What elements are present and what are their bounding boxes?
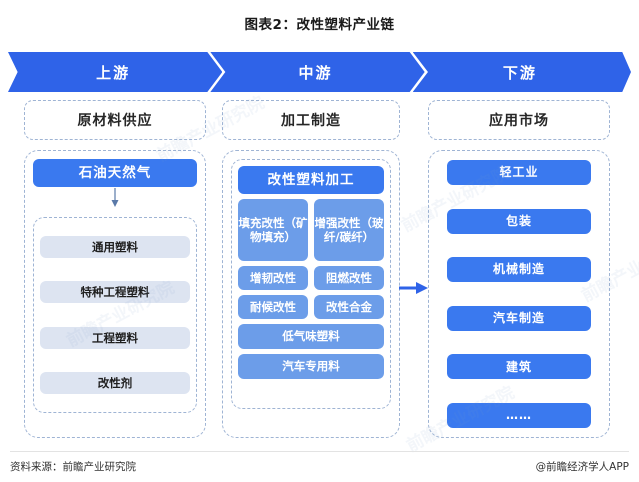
midstream-row: 耐候改性 改性合金 xyxy=(238,295,384,319)
stage-banner-upstream[interactable]: 上游 xyxy=(8,52,223,92)
midstream-wide-item[interactable]: 低气味塑料 xyxy=(238,324,384,349)
midstream-to-downstream-arrow xyxy=(399,280,429,294)
downstream-item[interactable]: …… xyxy=(447,402,591,428)
midstream-row: 增韧改性 阻燃改性 xyxy=(238,266,384,290)
stage-banner-midstream[interactable]: 中游 xyxy=(210,52,425,92)
arrow-down-icon xyxy=(111,188,119,207)
midstream-row: 填充改性（矿物填充） 增强改性（玻纤/碳纤） xyxy=(238,199,384,261)
footer-divider xyxy=(10,451,629,452)
midstream-item[interactable]: 改性合金 xyxy=(314,295,384,319)
midstream-item[interactable]: 增韧改性 xyxy=(238,266,308,290)
stage-banner-midstream-label: 中游 xyxy=(298,63,333,82)
midstream-item[interactable]: 耐候改性 xyxy=(238,295,308,319)
midstream-header: 加工制造 xyxy=(222,100,400,140)
upstream-item[interactable]: 改性剂 xyxy=(40,372,190,395)
upstream-header: 原材料供应 xyxy=(24,100,206,140)
midstream-main-box[interactable]: 改性塑料加工 xyxy=(238,166,384,194)
value-chain-banner: 上游 中游 下游 xyxy=(8,52,631,92)
footer: 资料来源：前瞻产业研究院 @前瞻经济学人APP xyxy=(0,459,639,474)
upstream-item[interactable]: 工程塑料 xyxy=(40,326,190,349)
midstream-process-group: 改性塑料加工 填充改性（矿物填充） 增强改性（玻纤/碳纤） 增韧改性 阻燃改性 … xyxy=(231,159,391,409)
column-upstream: 原材料供应 石油天然气 通用塑料 特种工程塑料 工程塑料 改性剂 xyxy=(24,100,206,438)
midstream-wide-item[interactable]: 汽车专用料 xyxy=(238,354,384,379)
source-note: 资料来源：前瞻产业研究院 xyxy=(10,461,136,473)
midstream-item[interactable]: 阻燃改性 xyxy=(314,266,384,290)
downstream-item[interactable]: 机械制造 xyxy=(447,257,591,283)
downstream-container: 轻工业 包装 机械制造 汽车制造 建筑 …… xyxy=(428,150,610,438)
stage-banner-upstream-label: 上游 xyxy=(96,63,131,82)
downstream-item[interactable]: 汽车制造 xyxy=(447,305,591,331)
midstream-item[interactable]: 填充改性（矿物填充） xyxy=(238,199,308,261)
column-downstream: 应用市场 轻工业 包装 机械制造 汽车制造 建筑 …… xyxy=(428,100,610,438)
downstream-item[interactable]: 轻工业 xyxy=(447,160,591,185)
downward-arrow-icon xyxy=(33,187,197,209)
stage-banner-downstream-label: 下游 xyxy=(502,63,537,82)
downstream-item[interactable]: 建筑 xyxy=(447,354,591,380)
midstream-item[interactable]: 增强改性（玻纤/碳纤） xyxy=(314,199,384,261)
page-title: 图表2：改性塑料产业链 xyxy=(244,17,395,33)
downstream-item[interactable]: 包装 xyxy=(447,208,591,234)
credit-note: @前瞻经济学人APP xyxy=(535,461,629,473)
upstream-materials-group: 通用塑料 特种工程塑料 工程塑料 改性剂 xyxy=(33,217,197,413)
upstream-container: 石油天然气 通用塑料 特种工程塑料 工程塑料 改性剂 xyxy=(24,150,206,438)
column-midstream: 加工制造 改性塑料加工 填充改性（矿物填充） 增强改性（玻纤/碳纤） 增韧改性 … xyxy=(222,100,400,438)
arrow-right-icon xyxy=(399,282,428,294)
chain-columns: 原材料供应 石油天然气 通用塑料 特种工程塑料 工程塑料 改性剂 加工制造 改性… xyxy=(0,100,639,438)
stage-banner-downstream[interactable]: 下游 xyxy=(412,52,631,92)
upstream-source-box[interactable]: 石油天然气 xyxy=(33,159,197,187)
upstream-item[interactable]: 通用塑料 xyxy=(40,235,190,258)
midstream-container: 改性塑料加工 填充改性（矿物填充） 增强改性（玻纤/碳纤） 增韧改性 阻燃改性 … xyxy=(222,150,400,438)
downstream-header: 应用市场 xyxy=(428,100,610,140)
upstream-item[interactable]: 特种工程塑料 xyxy=(40,281,190,304)
